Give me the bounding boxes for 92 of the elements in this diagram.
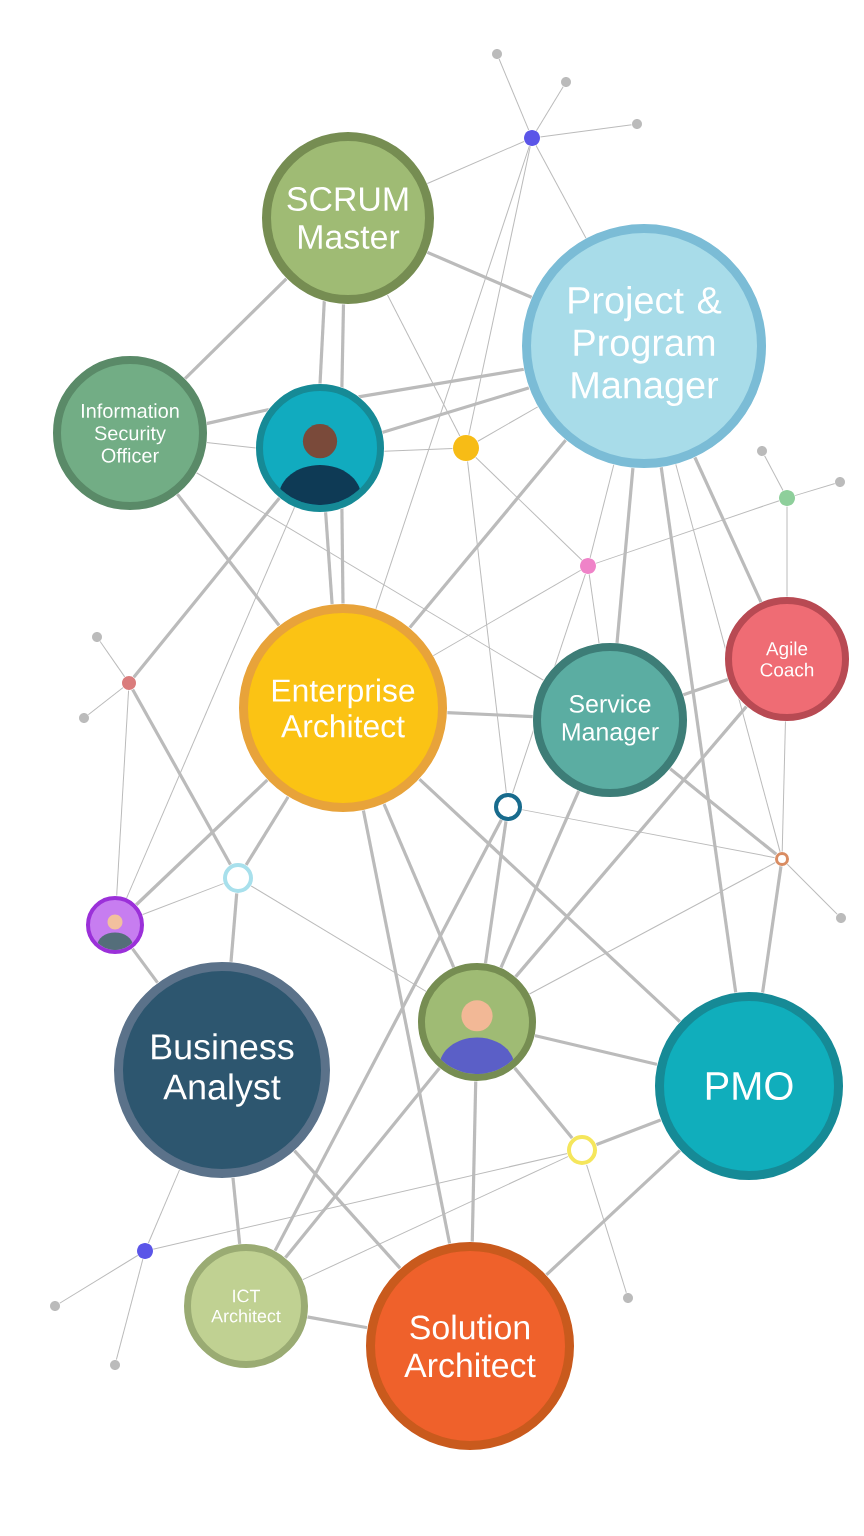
connector-line xyxy=(585,1163,627,1294)
connector-line xyxy=(340,508,345,604)
connector-line xyxy=(595,500,780,564)
connector-line xyxy=(760,865,783,994)
connector-line xyxy=(361,809,452,1245)
connector-line xyxy=(545,1148,682,1277)
connector-line xyxy=(273,818,503,1252)
connector-line xyxy=(250,885,427,993)
connector-line xyxy=(301,1155,569,1281)
connector-line xyxy=(229,892,239,963)
connector-line xyxy=(152,1152,568,1250)
connector-line xyxy=(58,1254,139,1304)
ring-node xyxy=(223,863,253,893)
connector-line xyxy=(324,511,334,605)
connector-line xyxy=(470,1080,478,1243)
connector-line xyxy=(130,947,160,985)
connector-line xyxy=(693,456,763,604)
connector-line xyxy=(99,640,126,678)
network-dot xyxy=(779,490,795,506)
connector-line xyxy=(539,124,633,138)
connector-line xyxy=(141,882,225,916)
connector-line xyxy=(206,407,270,426)
ring-node xyxy=(775,852,789,866)
connector-line xyxy=(116,689,130,897)
connector-line xyxy=(467,460,507,794)
connector-line xyxy=(131,688,233,866)
connector-line xyxy=(426,140,525,185)
connector-line xyxy=(476,406,539,442)
connector-line xyxy=(786,505,788,598)
connector-line xyxy=(386,294,461,437)
person-avatar xyxy=(256,384,384,512)
connector-line xyxy=(781,720,786,853)
ring-node xyxy=(494,793,522,821)
connector-line xyxy=(588,573,600,645)
connector-line xyxy=(195,472,545,681)
connector-line xyxy=(446,711,534,719)
connector-line xyxy=(358,367,525,399)
connector-line xyxy=(675,463,781,853)
connector-line xyxy=(318,300,326,385)
connector-line xyxy=(534,1033,658,1067)
connector-line xyxy=(595,1118,662,1147)
connector-line xyxy=(498,58,530,131)
network-dot xyxy=(580,558,596,574)
connector-line xyxy=(483,820,508,964)
connector-line xyxy=(786,863,838,915)
connector-line xyxy=(668,767,778,856)
connector-line xyxy=(763,455,784,492)
connector-line xyxy=(205,441,257,449)
connector-line xyxy=(231,1177,242,1245)
connector-line xyxy=(418,777,682,1024)
connector-line xyxy=(468,145,531,436)
connector-line xyxy=(513,1066,574,1140)
network-dot xyxy=(524,130,540,146)
connector-line xyxy=(115,1258,144,1361)
connector-line xyxy=(283,1066,442,1259)
ring-node xyxy=(567,1135,597,1165)
connector-line xyxy=(408,438,568,630)
connector-line xyxy=(511,573,586,795)
connector-line xyxy=(340,303,346,388)
connector-line xyxy=(521,809,776,859)
connector-line xyxy=(682,677,729,697)
connector-line xyxy=(659,466,738,994)
network-dot xyxy=(137,1243,153,1259)
connector-line xyxy=(535,85,564,132)
connector-line xyxy=(175,492,281,627)
network-dot xyxy=(453,435,479,461)
connector-line xyxy=(432,569,582,657)
connector-line xyxy=(514,705,748,979)
connector-line xyxy=(147,1168,181,1244)
connector-line xyxy=(183,277,288,381)
connector-line xyxy=(589,463,615,559)
connector-line xyxy=(306,1315,368,1330)
person-avatar xyxy=(86,896,144,954)
connector-line xyxy=(615,467,635,644)
connector-line xyxy=(244,795,290,867)
connector-line xyxy=(132,496,281,679)
connector-line xyxy=(499,789,581,969)
connector-line xyxy=(134,778,269,907)
connector-line xyxy=(528,861,777,995)
connector-line xyxy=(426,250,533,300)
person-avatar xyxy=(418,963,536,1081)
connector-line xyxy=(375,145,530,610)
connector-line xyxy=(87,686,124,716)
connector-line xyxy=(794,483,836,497)
connector-line xyxy=(475,456,583,561)
connector-line xyxy=(382,803,456,969)
connector-line xyxy=(381,386,530,435)
connector-line xyxy=(125,506,296,899)
connector-line xyxy=(383,448,454,452)
network-dot xyxy=(122,676,136,690)
connector-line xyxy=(535,144,587,240)
connector-line xyxy=(293,1149,402,1270)
